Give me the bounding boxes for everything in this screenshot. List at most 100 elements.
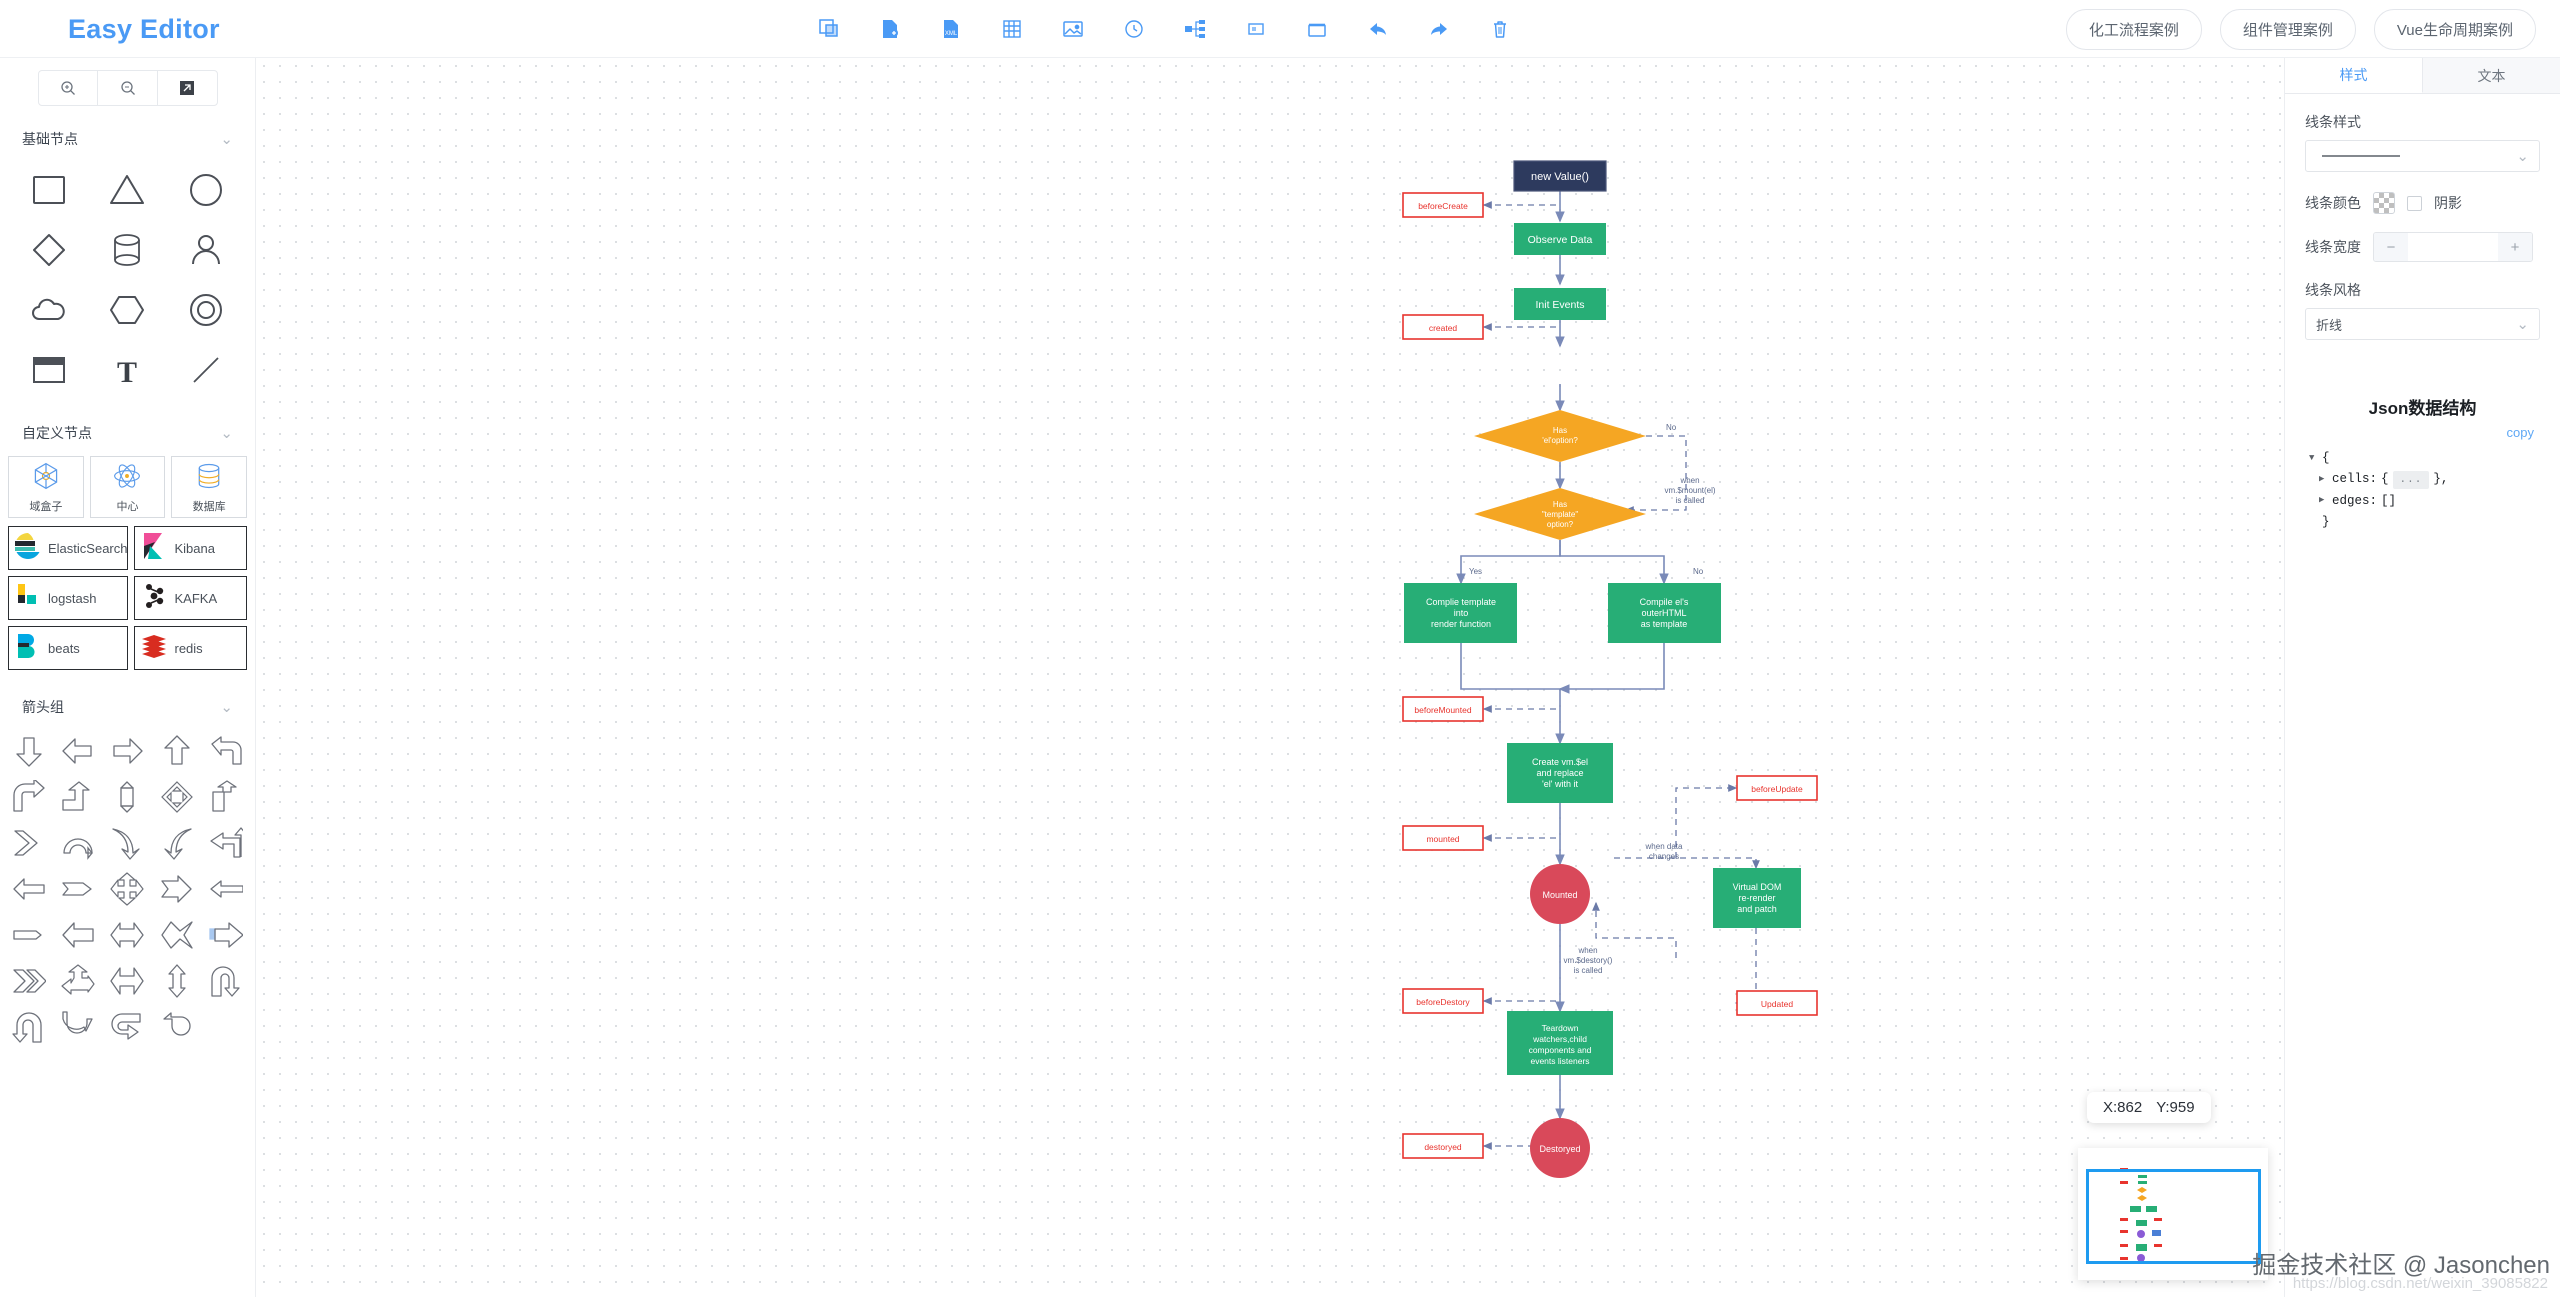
- arrow-updown-shape[interactable]: [154, 958, 200, 1004]
- circle-shape[interactable]: [170, 162, 242, 218]
- cloud-shape[interactable]: [13, 282, 85, 338]
- grid-icon[interactable]: [998, 15, 1026, 43]
- arrow-step-up-shape[interactable]: [55, 774, 101, 820]
- zoom-out-icon[interactable]: [98, 71, 158, 105]
- tab-style[interactable]: 样式: [2285, 58, 2423, 93]
- triangle-right-icon[interactable]: ▶: [2319, 474, 2325, 485]
- actor-shape[interactable]: [170, 222, 242, 278]
- custom-node-beats[interactable]: beats: [8, 626, 129, 670]
- undo-icon[interactable]: [1364, 15, 1392, 43]
- arrow-step-left-up-shape[interactable]: [203, 820, 249, 866]
- shadow-checkbox[interactable]: [2407, 195, 2422, 211]
- line-width-stepper[interactable]: − +: [2373, 232, 2533, 262]
- arrow-left-block-shape[interactable]: [55, 912, 101, 958]
- json-row-edges[interactable]: ▶ edges: []: [2309, 491, 2540, 512]
- window-shape[interactable]: [13, 342, 85, 398]
- chevron-down-icon[interactable]: ⌄: [220, 698, 233, 716]
- minimap-viewport[interactable]: [2086, 1169, 2261, 1264]
- arrow-swoop-down-left-shape[interactable]: [104, 820, 150, 866]
- arrow-left-long-shape[interactable]: [6, 866, 52, 912]
- delete-icon[interactable]: [1486, 15, 1514, 43]
- json-row-cells[interactable]: ▶ cells: { ... },: [2309, 469, 2540, 490]
- rect-shape[interactable]: [13, 162, 85, 218]
- arrow-left-shape[interactable]: [55, 728, 101, 774]
- action-chemical-case[interactable]: 化工流程案例: [2065, 9, 2202, 50]
- section-header-custom-nodes[interactable]: 自定义节点 ⌄: [0, 414, 255, 452]
- json-tree-viewer[interactable]: ▼ { ▶ cells: { ... }, ▶ edges: [] }: [2305, 440, 2540, 533]
- arrow-up-shape[interactable]: [154, 728, 200, 774]
- arrow-leftright-wide-shape[interactable]: [104, 958, 150, 1004]
- archive-icon[interactable]: [1303, 15, 1331, 43]
- custom-node-kibana[interactable]: Kibana: [134, 526, 247, 570]
- triangle-right-icon[interactable]: ▶: [2319, 495, 2325, 506]
- image-icon[interactable]: [1059, 15, 1087, 43]
- donut-shape[interactable]: [170, 282, 242, 338]
- arrow-right-selected-shape[interactable]: [203, 912, 249, 958]
- custom-node-center[interactable]: 中心: [89, 456, 166, 518]
- redo-icon[interactable]: [1425, 15, 1453, 43]
- arrow-4way-shape[interactable]: [104, 866, 150, 912]
- group-icon[interactable]: [815, 15, 843, 43]
- json-copy-button[interactable]: copy: [2506, 425, 2534, 440]
- arrow-left-thin-shape[interactable]: [203, 866, 249, 912]
- arrow-leftright-shape[interactable]: [104, 912, 150, 958]
- arrow-down-shape[interactable]: [6, 728, 52, 774]
- text-shape[interactable]: T: [91, 342, 163, 398]
- line-width-decrement[interactable]: −: [2374, 233, 2408, 261]
- action-vue-lifecycle-case[interactable]: Vue生命周期案例: [2373, 9, 2536, 50]
- arrow-double-right-shape[interactable]: [6, 958, 52, 1004]
- arrow-spiral-right-shape[interactable]: [104, 1004, 150, 1050]
- arrow-4way-diamond-shape[interactable]: [154, 774, 200, 820]
- arrow-curve-left-shape[interactable]: [203, 728, 249, 774]
- canvas-minimap[interactable]: [2078, 1148, 2268, 1280]
- section-header-basic-nodes[interactable]: 基础节点 ⌄: [0, 120, 255, 158]
- action-component-case[interactable]: 组件管理案例: [2219, 9, 2356, 50]
- custom-node-domain-box[interactable]: 域盒子: [8, 456, 84, 518]
- json-root-open[interactable]: ▼ {: [2309, 448, 2540, 469]
- arrow-ccw-shape[interactable]: [6, 1004, 52, 1050]
- arrow-bend-right-shape[interactable]: [6, 774, 52, 820]
- triangle-down-icon[interactable]: ▼: [2309, 452, 2315, 463]
- custom-node-redis[interactable]: redis: [134, 626, 247, 670]
- triangle-shape[interactable]: [91, 162, 163, 218]
- editor-canvas[interactable]: new Value() Observe Data Init Events Has…: [256, 58, 2284, 1297]
- custom-node-database[interactable]: 数据库: [171, 456, 247, 518]
- cylinder-shape[interactable]: [91, 222, 163, 278]
- chevron-right-shape[interactable]: [6, 820, 52, 866]
- arrow-swoop-down-right-shape[interactable]: [154, 820, 200, 866]
- fit-screen-icon[interactable]: [158, 71, 217, 105]
- arrow-t-left-shape[interactable]: [55, 958, 101, 1004]
- arrow-placeholder-shape[interactable]: [203, 1004, 249, 1050]
- line-color-swatch[interactable]: [2373, 192, 2395, 214]
- xml-file-icon[interactable]: XML: [937, 15, 965, 43]
- line-width-increment[interactable]: +: [2498, 233, 2532, 261]
- bar-right-shape[interactable]: [6, 912, 52, 958]
- arrow-u-turn-shape[interactable]: [203, 958, 249, 1004]
- tab-text[interactable]: 文本: [2423, 58, 2560, 93]
- hexagon-shape[interactable]: [91, 282, 163, 338]
- line-shape[interactable]: [170, 342, 242, 398]
- line-width-value[interactable]: [2408, 233, 2498, 261]
- arrow-right-shape[interactable]: [104, 728, 150, 774]
- text-box-icon[interactable]: [1242, 15, 1270, 43]
- arrow-updown-thin-shape[interactable]: [104, 774, 150, 820]
- arrow-loop-up-shape[interactable]: [55, 820, 101, 866]
- custom-node-elasticsearch[interactable]: ElasticSearch: [8, 526, 129, 570]
- arrow-right-wide-shape[interactable]: [154, 866, 200, 912]
- arrow-left-notch-shape[interactable]: [154, 912, 200, 958]
- json-collapsed-dots[interactable]: ...: [2392, 470, 2430, 490]
- custom-node-kafka[interactable]: KAFKA: [134, 576, 247, 620]
- zoom-in-icon[interactable]: [39, 71, 99, 105]
- new-file-icon[interactable]: [876, 15, 904, 43]
- chevron-down-icon[interactable]: ⌄: [220, 130, 233, 148]
- line-shape-select[interactable]: 折线 ⌄: [2305, 308, 2540, 340]
- chevron-down-icon[interactable]: ⌄: [220, 424, 233, 442]
- arrow-up-tab-shape[interactable]: [203, 774, 249, 820]
- arrow-u-loop-shape[interactable]: [154, 1004, 200, 1050]
- arrow-spiral-down-shape[interactable]: [55, 1004, 101, 1050]
- custom-node-logstash[interactable]: logstash: [8, 576, 129, 620]
- section-header-arrow-group[interactable]: 箭头组 ⌄: [0, 688, 255, 726]
- clock-icon[interactable]: [1120, 15, 1148, 43]
- line-style-select[interactable]: ⌄: [2305, 140, 2540, 172]
- chevron-block-right-shape[interactable]: [55, 866, 101, 912]
